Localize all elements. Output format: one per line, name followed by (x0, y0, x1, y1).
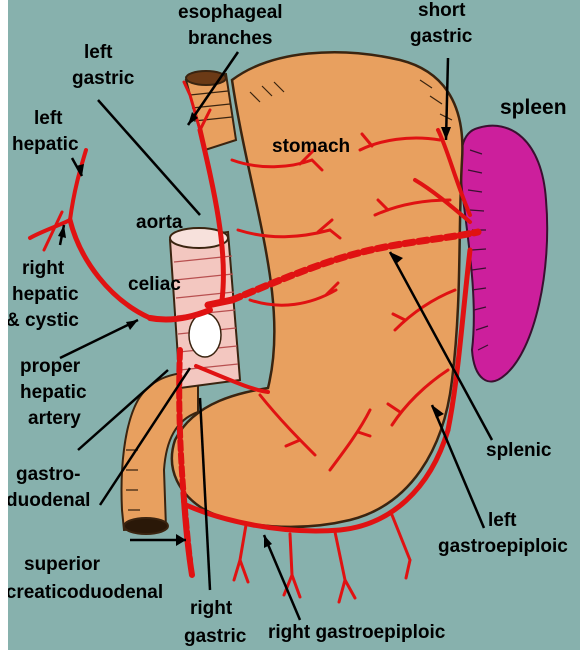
label-stomach: stomach (272, 136, 350, 157)
label-left-gastric-2: gastric (72, 68, 135, 89)
label-spleen: spleen (500, 96, 567, 119)
label-proper-hepatic-2: hepatic (20, 382, 87, 403)
label-left-gastroepiploic-2: gastroepiploic (438, 536, 568, 557)
label-superior-2: pancreaticoduodenal (0, 582, 163, 603)
label-right-gastroepiploic: right gastroepiploic (268, 622, 446, 643)
label-esophageal-2: branches (188, 28, 272, 49)
label-short-gastric-1: short (418, 0, 466, 21)
label-gastroduodenal-2: duodenal (6, 490, 90, 511)
label-splenic: splenic (486, 440, 552, 461)
label-left-gastric-1: left (84, 42, 113, 63)
label-esophageal-1: esophageal (178, 2, 283, 23)
label-short-gastric-2: gastric (410, 26, 473, 47)
label-left-hepatic-1: left (34, 108, 63, 129)
duodenum-opening (124, 518, 168, 534)
label-gastroduodenal-1: gastro- (16, 464, 80, 485)
label-proper-hepatic-1: proper (20, 356, 81, 377)
label-superior-1: superior (24, 554, 101, 575)
label-aorta: aorta (136, 212, 183, 233)
label-right-hepatic-2: hepatic (12, 284, 79, 305)
label-right-gastric-2: gastric (184, 626, 247, 647)
label-left-hepatic-2: hepatic (12, 134, 79, 155)
label-celiac: celiac (128, 274, 181, 295)
label-right-hepatic-3: & cystic (6, 310, 79, 331)
label-left-gastroepiploic-1: left (488, 510, 517, 531)
aorta-lumen (189, 313, 221, 357)
label-right-hepatic-1: right (22, 258, 65, 279)
label-proper-hepatic-3: artery (28, 408, 81, 429)
label-right-gastric-1: right (190, 598, 233, 619)
